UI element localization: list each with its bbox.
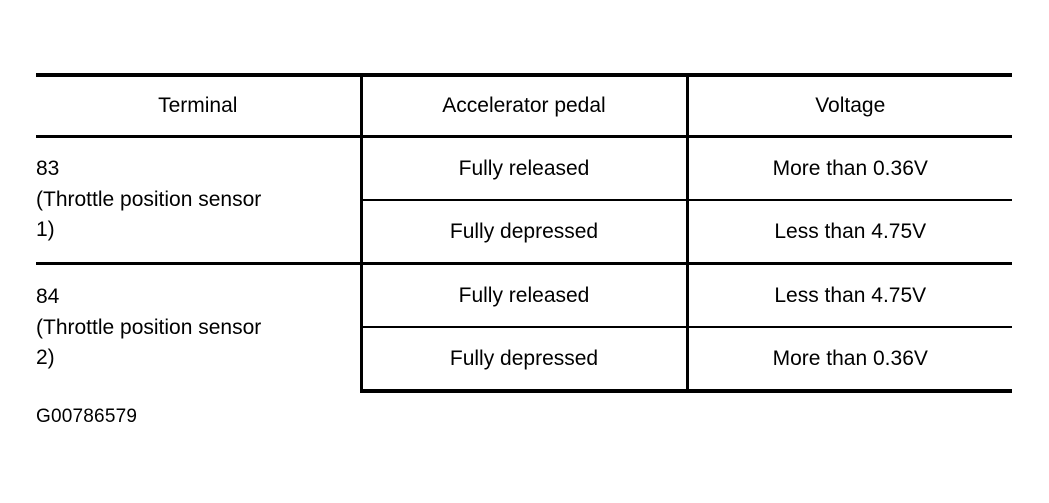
cell-voltage: Less than 4.75V — [687, 262, 1012, 327]
cell-voltage: More than 0.36V — [687, 326, 1012, 393]
terminal-label: 84 (Throttle position sensor 2) — [36, 285, 262, 370]
table-header-row: Terminal Accelerator pedal Voltage — [36, 73, 1012, 138]
cell-terminal-84: 84 (Throttle position sensor 2) — [36, 262, 363, 391]
cell-terminal-83: 83 (Throttle position sensor 1) — [36, 135, 363, 264]
table-row: Fully depressed Less than 4.75V — [36, 199, 1012, 264]
cell-voltage: Less than 4.75V — [687, 199, 1012, 264]
terminal-label: 83 (Throttle position sensor 1) — [36, 157, 262, 242]
cell-pedal: Fully released — [361, 135, 689, 200]
cell-voltage: More than 0.36V — [687, 135, 1012, 200]
column-header-terminal: Terminal — [36, 73, 363, 138]
table-row: Fully depressed More than 0.36V — [36, 326, 1012, 393]
specification-table: Terminal Accelerator pedal Voltage 83 (T… — [36, 73, 1012, 393]
column-header-accelerator-pedal: Accelerator pedal — [361, 73, 689, 138]
cell-pedal: Fully depressed — [361, 326, 689, 393]
column-header-voltage: Voltage — [687, 73, 1012, 138]
cell-pedal: Fully depressed — [361, 199, 689, 264]
table-row: 84 (Throttle position sensor 2) Fully re… — [36, 262, 1012, 391]
table-row: 83 (Throttle position sensor 1) Fully re… — [36, 135, 1012, 264]
cell-pedal: Fully released — [361, 262, 689, 327]
figure-caption: G00786579 — [36, 406, 138, 427]
